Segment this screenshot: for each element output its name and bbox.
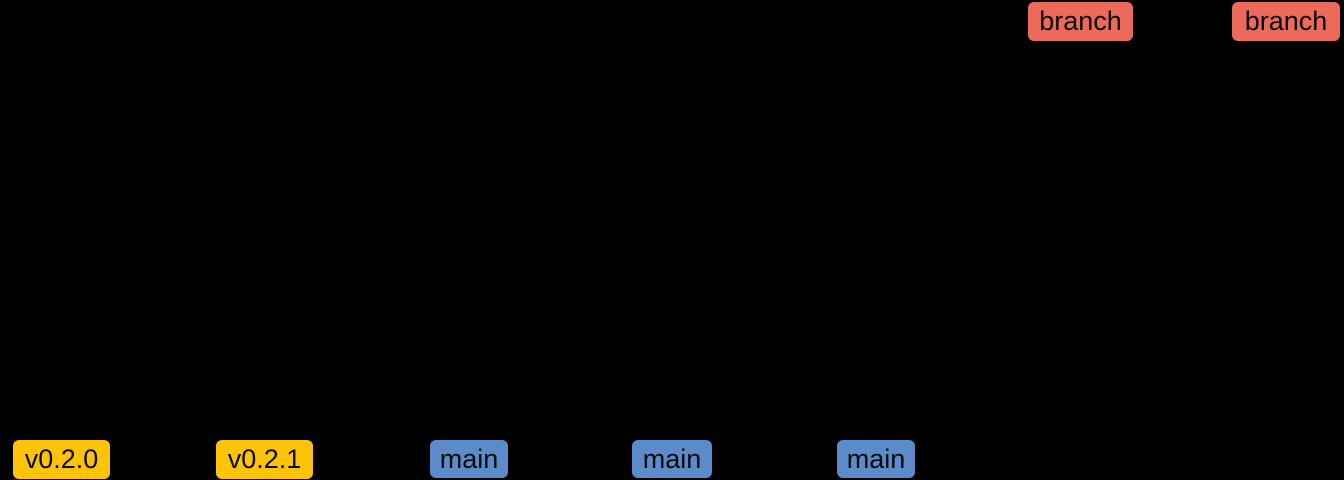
tag-ref-label[interactable]: v0.2.1 xyxy=(216,440,313,479)
branch-ref-label[interactable]: branch xyxy=(1232,2,1340,41)
main-ref-label[interactable]: main xyxy=(632,440,712,478)
main-ref-label[interactable]: main xyxy=(837,440,915,478)
branch-ref-label[interactable]: branch xyxy=(1028,2,1133,41)
main-ref-label[interactable]: main xyxy=(430,440,508,478)
tag-ref-label[interactable]: v0.2.0 xyxy=(13,440,110,479)
